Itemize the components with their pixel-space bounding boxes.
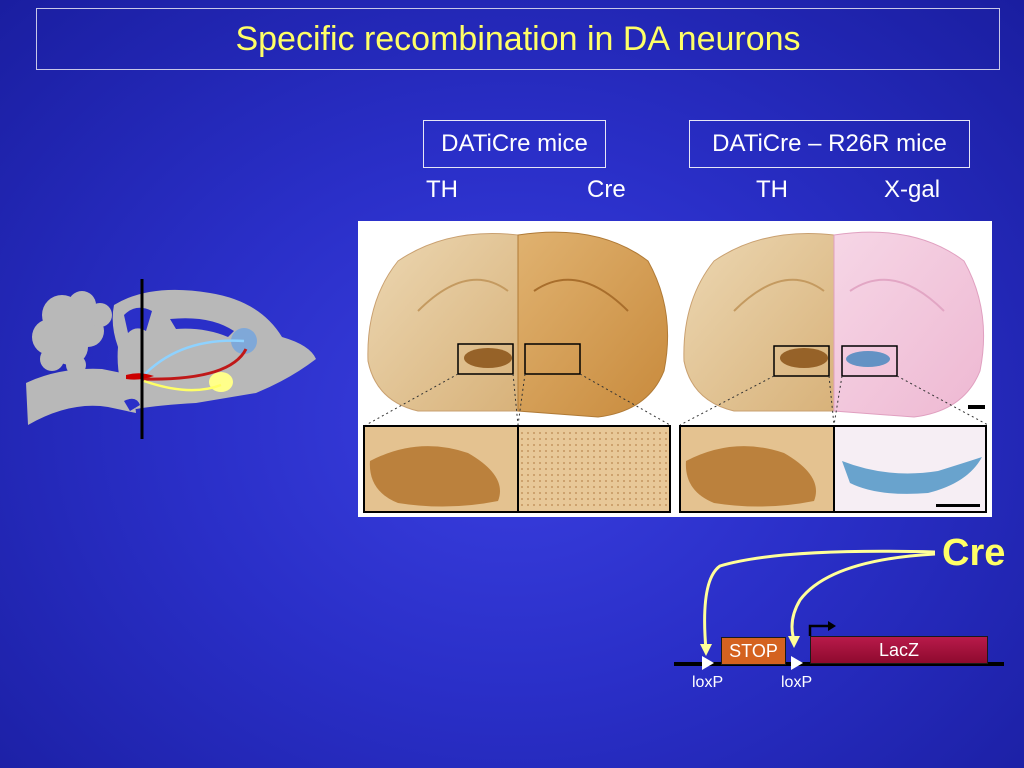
stop-label: STOP (729, 640, 778, 661)
column-label-th-1: TH (426, 176, 458, 203)
brain-schematic (26, 279, 317, 439)
section-th-left (367, 233, 519, 412)
loxp-left-icon (702, 656, 714, 670)
loxp-right-icon (791, 656, 803, 670)
section-xgal-right (833, 231, 985, 418)
group-label-daticre-r26r: DATiCre – R26R mice (689, 120, 970, 168)
cerebellum-shape (32, 291, 112, 375)
slide-title: Specific recombination in DA neurons (235, 19, 801, 58)
promoter-arrow-icon (808, 624, 830, 636)
lacz-gene: LacZ (810, 636, 988, 664)
section-cre-left (517, 231, 669, 418)
slide-title-box: Specific recombination in DA neurons (36, 8, 1000, 70)
cre-label: Cre (942, 532, 1006, 574)
histology-figure (358, 221, 992, 517)
nigrostriatal-pathway (141, 348, 248, 381)
column-label-xgal: X-gal (884, 176, 941, 203)
zoom-guide-lines (365, 373, 989, 426)
loxp-label-left: loxP (692, 674, 724, 691)
zoom-cre-dots (520, 428, 668, 510)
section-th-right (683, 233, 835, 412)
da-stain-xgal (846, 351, 890, 367)
promoter-arrowhead (828, 621, 836, 631)
roi-box-1 (457, 343, 514, 375)
cre-arrowhead-right (788, 636, 800, 648)
group-label-daticre: DATiCre mice (423, 120, 606, 168)
stop-cassette: STOP (721, 637, 786, 665)
hippocampus-arc-2 (733, 278, 825, 312)
cre-arrow-right (790, 552, 936, 641)
ventricle-shape-2 (170, 318, 234, 337)
roi-box-3 (773, 345, 830, 377)
brainstem-shape (26, 368, 136, 425)
loxp-label-right: loxP (781, 674, 813, 691)
ventricle-shape (124, 307, 152, 333)
scale-bar-bottom (936, 504, 980, 507)
column-label-th-2: TH (756, 176, 788, 203)
zoom-stain-th-2 (685, 446, 816, 507)
zoom-stain-xgal (842, 457, 982, 494)
roi-box-4 (841, 345, 898, 377)
mesolimbic-pathway (143, 379, 222, 392)
hippocampus-arc-4 (849, 278, 945, 312)
da-stain-th-left (464, 348, 512, 368)
lacz-label: LacZ (878, 639, 920, 660)
scale-bar-top (968, 405, 985, 409)
accumbens-marker (209, 372, 233, 392)
roi-box-2 (524, 343, 581, 375)
hippocampus-arc-1 (417, 278, 509, 312)
midbrain-da-region (126, 373, 154, 380)
hippocampus-arc-3 (533, 278, 629, 312)
histology-drawing (363, 231, 989, 513)
cre-arrowhead-left (700, 644, 712, 656)
mesocortical-pathway (141, 339, 245, 378)
ventricle-shape-3 (124, 398, 140, 411)
cre-arrow-left (703, 549, 936, 651)
column-label-cre: Cre (587, 176, 626, 203)
zoom-stain-th-1 (369, 446, 500, 507)
da-stain-th-right (780, 348, 828, 368)
